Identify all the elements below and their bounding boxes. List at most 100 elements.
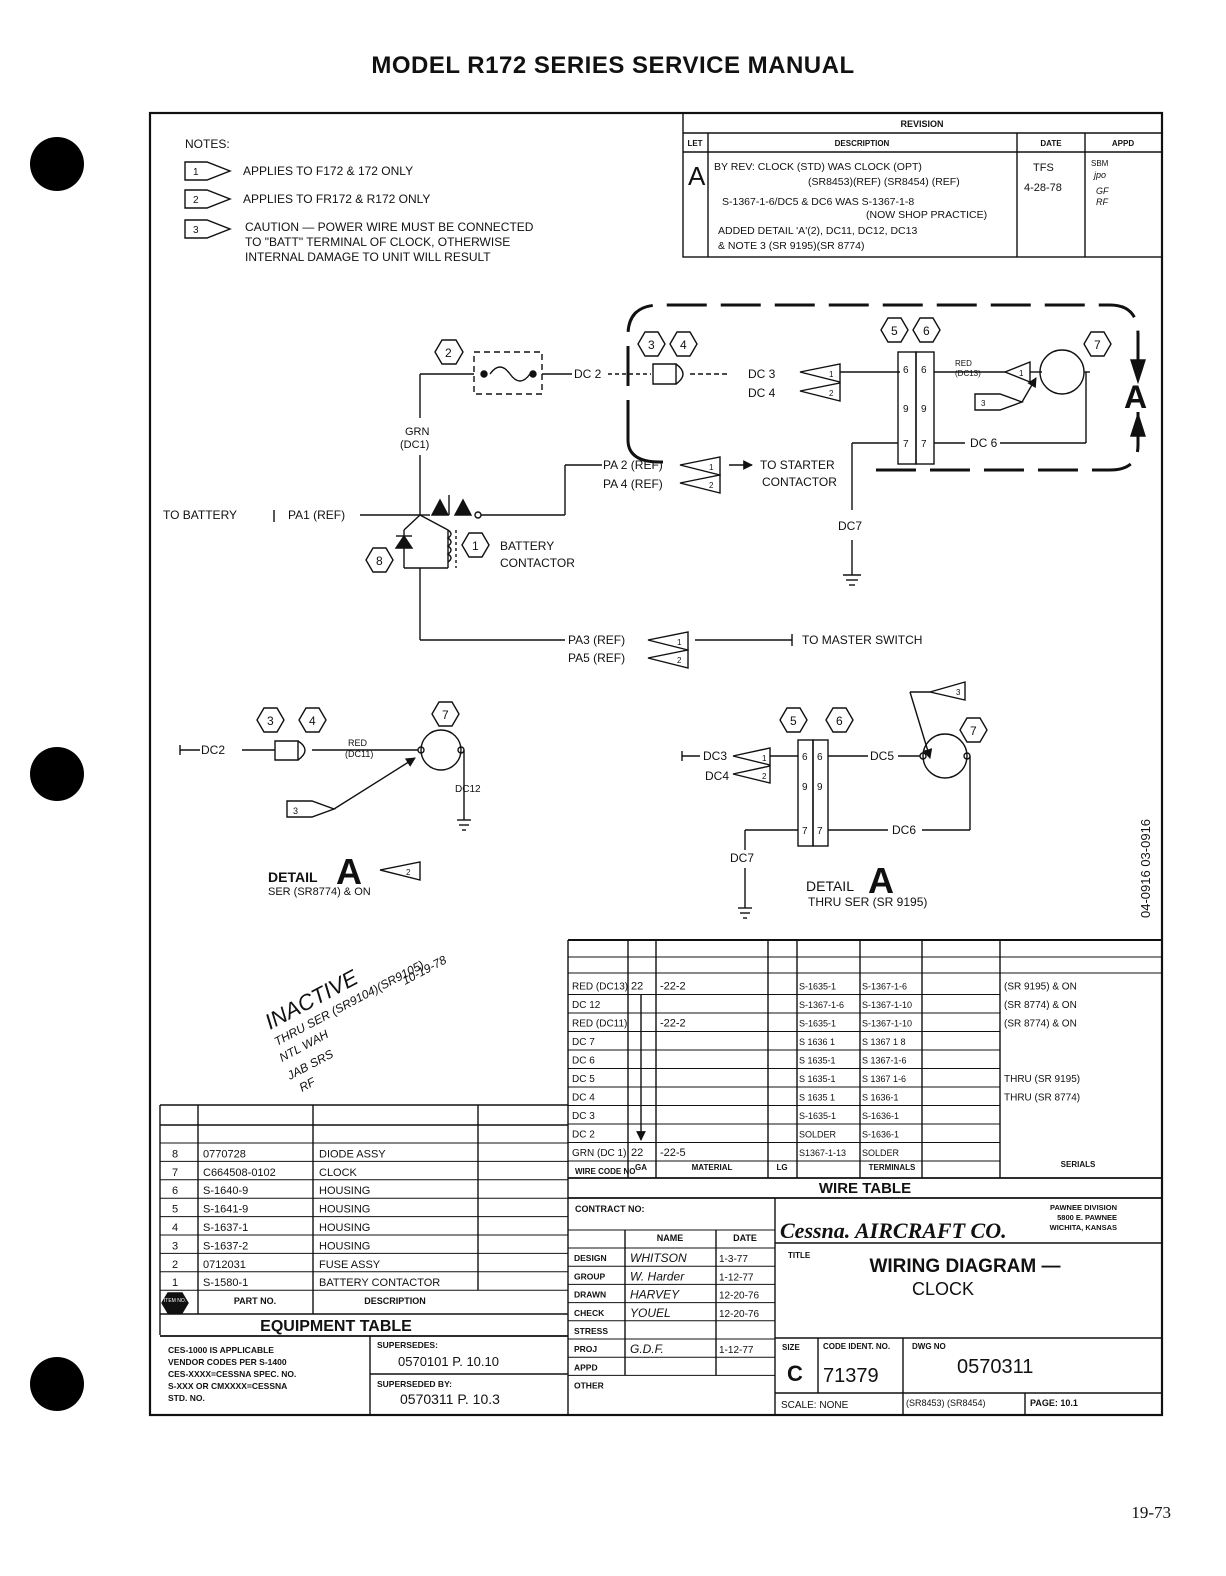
main-schematic: A DC 2 DC 3 DC 4 6 6 9 9 7 7	[163, 303, 1147, 669]
manual-title: MODEL R172 SERIES SERVICE MANUAL	[371, 52, 855, 79]
detail-right-terminal-6	[812, 739, 829, 847]
wire-row-t2: S 1367 1-6	[862, 1074, 906, 1084]
wire-row-ga: 22	[631, 1147, 643, 1159]
detail-right-letter: A	[868, 860, 894, 901]
note-3-line-2: TO "BATT" TERMINAL OF CLOCK, OTHERWISE	[245, 235, 510, 249]
svg-text:DC6: DC6	[892, 823, 916, 837]
svg-text:9: 9	[903, 404, 909, 415]
notes-block: NOTES: APPLIES TO F172 & 172 ONLY APPLIE…	[185, 137, 534, 264]
wire-row-t2: S 1367 1 8	[862, 1037, 906, 1047]
equipment-row-part: S-1637-1	[203, 1222, 248, 1234]
page-ref: PAGE: 10.1	[1030, 1398, 1078, 1408]
svg-text:6: 6	[817, 752, 823, 763]
detail-left-item-3-tag: 3	[256, 707, 285, 733]
punch-hole-top	[30, 137, 84, 191]
superseded-by-value: 0570311 P. 10.3	[400, 1391, 500, 1407]
svg-text:WIRE CODE NO: WIRE CODE NO	[575, 1167, 635, 1176]
wire-row-t2: SOLDER	[862, 1148, 900, 1158]
svg-text:DC7: DC7	[730, 851, 754, 865]
detail-right-clock-icon	[922, 733, 968, 779]
footer-left: CES-1000 IS APPLICABLE VENDOR CODES PER …	[168, 1336, 568, 1415]
wire-row-t1: S 1635-1	[799, 1074, 836, 1084]
note-flag-1-num: 1	[193, 167, 199, 178]
signature-date: 1-12-77	[719, 1345, 754, 1356]
wire-row-code: RED (DC13)	[572, 982, 628, 993]
detail-right-label: DETAIL	[806, 878, 854, 894]
equipment-row-item: 4	[172, 1222, 178, 1234]
wire-row-code: RED (DC11)	[572, 1019, 627, 1030]
diode-symbol-icon	[394, 534, 414, 549]
svg-text:1: 1	[677, 638, 682, 647]
equipment-row-part: S-1637-2	[203, 1240, 248, 1252]
wire-row-t1: S-1635-1	[799, 1111, 836, 1121]
wire-row-t2: S-1636-1	[862, 1130, 899, 1140]
drawing-size: C	[787, 1361, 803, 1386]
svg-text:2: 2	[762, 772, 767, 781]
svg-text:STD. NO.: STD. NO.	[168, 1393, 205, 1403]
note-3-flag-icon	[974, 393, 1025, 411]
equipment-row-desc: HOUSING	[319, 1222, 370, 1234]
svg-text:1: 1	[472, 539, 479, 553]
svg-text:CES-1000 IS APPLICABLE: CES-1000 IS APPLICABLE	[168, 1345, 274, 1355]
rev-appd-header: APPD	[1112, 139, 1134, 148]
dc4-label: DC 4	[748, 386, 776, 400]
svg-text:7: 7	[817, 826, 823, 837]
wire-row-code: DC 5	[572, 1074, 595, 1085]
wire-row-t1: S 1635-1	[799, 1056, 836, 1066]
detail-a-loop-top	[626, 303, 1140, 440]
detail-left-item-4-tag: 4	[298, 707, 327, 733]
signature-role: DESIGN	[574, 1253, 607, 1263]
rev-desc-4: (NOW SHOP PRACTICE)	[866, 209, 987, 221]
dc6-label: DC 6	[970, 436, 998, 450]
svg-text:9: 9	[802, 782, 808, 793]
wire-row-code: DC 3	[572, 1111, 595, 1122]
wire-row-code: DC 4	[572, 1093, 595, 1104]
signature-date: 12-20-76	[719, 1309, 759, 1320]
wire-row-t1: S 1636 1	[799, 1037, 835, 1047]
svg-text:DATE: DATE	[733, 1233, 757, 1243]
note-flags: 1 2 3	[184, 161, 232, 239]
equipment-row-item: 3	[172, 1240, 178, 1252]
detail-right-item-5-tag: 5	[779, 707, 808, 733]
punch-hole-middle	[30, 747, 84, 801]
svg-text:3: 3	[648, 338, 655, 352]
side-stamp: 04-0916 03-0916	[1138, 819, 1153, 918]
detail-a-left: 3 4 7 DC2 RED (DC11) DC12 3 D	[179, 701, 481, 898]
pa1-label: PA1 (REF)	[288, 508, 345, 522]
equipment-table: ITEM NO. PART NO. DESCRIPTION EQUIPMENT …	[159, 1104, 568, 1337]
wire-row-mat: -22-5	[660, 1147, 686, 1159]
rev-appd-3: GF	[1096, 186, 1109, 196]
equipment-row-part: 0770728	[203, 1148, 246, 1160]
svg-text:(DC13): (DC13)	[955, 369, 981, 378]
wire-row-code: DC 2	[572, 1130, 595, 1141]
signature-name: G.D.F.	[630, 1342, 664, 1356]
rev-desc-1: BY REV: CLOCK (STD) WAS CLOCK (OPT)	[714, 161, 922, 173]
svg-text:SUPERSEDES:: SUPERSEDES:	[377, 1340, 438, 1350]
svg-text:1: 1	[709, 463, 714, 472]
detail-a-loop-bottom	[865, 412, 1140, 472]
wire-row-t1: S1367-1-13	[799, 1148, 846, 1158]
equipment-row-desc: HOUSING	[319, 1204, 370, 1216]
pa4-label: PA 4 (REF)	[603, 477, 663, 491]
dc7-label: DC7	[838, 519, 862, 533]
detail-a-marker: A	[1124, 379, 1147, 415]
svg-text:8: 8	[376, 554, 383, 568]
svg-text:DC4: DC4	[705, 769, 729, 783]
wire-row-t2: S 1367-1-6	[862, 1056, 907, 1066]
svg-text:3: 3	[293, 806, 298, 816]
wire-row-ser: THRU (SR 9195)	[1004, 1074, 1080, 1085]
detail-left-serial: SER (SR8774) & ON	[268, 886, 371, 898]
wire-row-ga: 22	[631, 981, 643, 993]
coil-symbol-icon	[446, 529, 452, 563]
signature-role: GROUP	[574, 1271, 606, 1281]
svg-text:1: 1	[1019, 369, 1024, 378]
svg-text:PART NO.: PART NO.	[234, 1296, 276, 1306]
rev-desc-5: ADDED DETAIL 'A'(2), DC11, DC12, DC13	[718, 225, 917, 237]
punch-hole-bottom	[30, 1357, 84, 1411]
serial-reference: (SR8453) (SR8454)	[906, 1398, 986, 1408]
svg-text:6: 6	[923, 324, 930, 338]
svg-text:7: 7	[442, 708, 449, 722]
loop-arrow-down-icon	[1130, 359, 1146, 385]
to-battery-label: TO BATTERY	[163, 508, 237, 522]
rev-date-header: DATE	[1040, 139, 1062, 148]
